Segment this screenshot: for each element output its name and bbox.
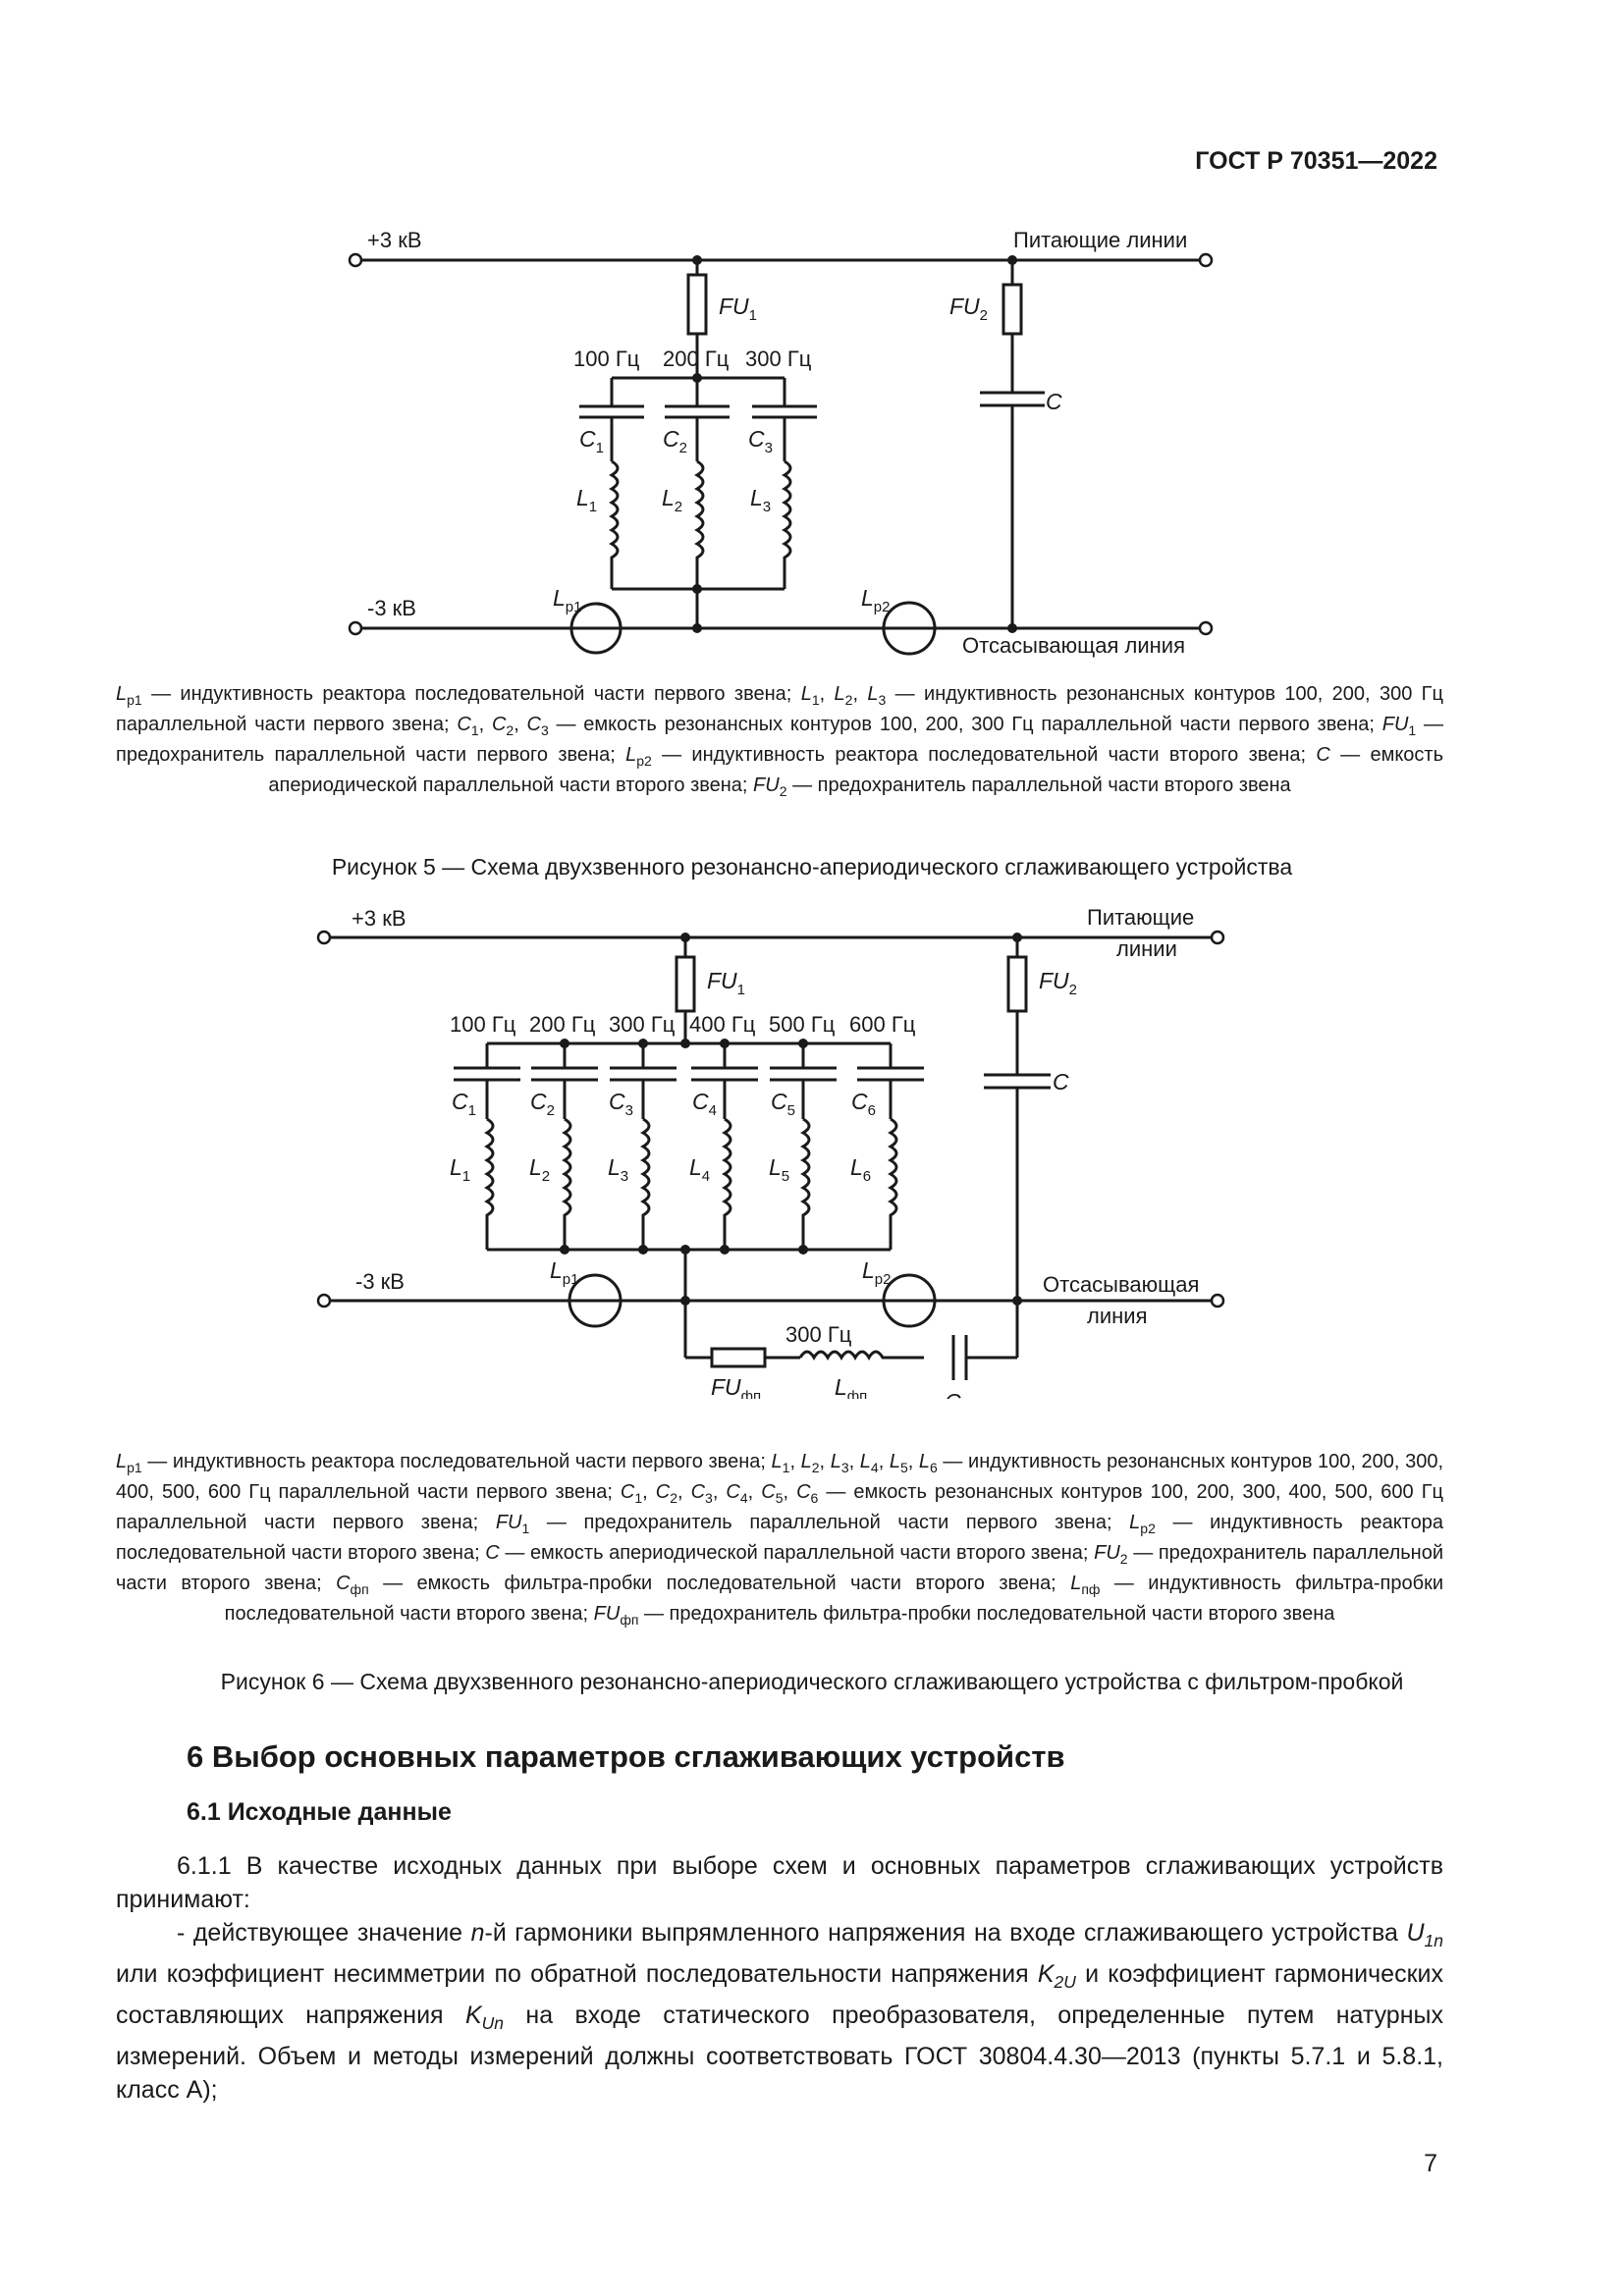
fu2-label: FU2 <box>949 294 988 324</box>
document-id: ГОСТ Р 70351—2022 <box>1195 147 1437 175</box>
fig6-suction-label: линия <box>1087 1304 1147 1328</box>
fig6-freq-label: 400 Гц <box>689 1012 756 1037</box>
fig6-freq-label: 600 Гц <box>849 1012 916 1037</box>
lp1-label: Lр1 <box>553 585 581 615</box>
c2-label: C2 <box>663 426 687 456</box>
paragraph-6-1-1: 6.1.1 В качестве исходных данных при выб… <box>116 1852 1443 1913</box>
fig5-freq-label: 100 Гц <box>573 347 640 371</box>
fig6-supply-label: Питающие <box>1087 905 1194 930</box>
section-title: 6 Выбор основных параметров сглаживающих… <box>187 1739 1065 1774</box>
fig5-minus-label: -3 кВ <box>367 596 416 620</box>
fig5-freq-label: 300 Гц <box>745 347 812 371</box>
page-number: 7 <box>1424 2150 1437 2177</box>
l6-label: L6 <box>850 1154 871 1185</box>
c3-label: C3 <box>748 426 773 456</box>
l5-label: L5 <box>769 1154 789 1185</box>
fig5-suction-label: Отсасывающая линия <box>962 633 1185 658</box>
fig6-freq-label: 300 Гц <box>609 1012 676 1037</box>
c3-label: C3 <box>609 1089 633 1119</box>
fig6-freq-label: 100 Гц <box>450 1012 516 1037</box>
subsection-title: 6.1 Исходные данные <box>187 1798 452 1826</box>
c1-label: C1 <box>452 1089 476 1119</box>
figure-5-legend: Lр1 — индуктивность реактора последовате… <box>116 683 1444 799</box>
fu2-label: FU2 <box>1039 968 1077 998</box>
fig5-freq-label: 200 Гц <box>663 347 730 371</box>
fig6-freq-label: 500 Гц <box>769 1012 836 1037</box>
l3-label: L3 <box>750 485 771 515</box>
c5-label: C5 <box>771 1089 795 1119</box>
l2-label: L2 <box>529 1154 550 1185</box>
fig6-plus-label: +3 кВ <box>352 906 406 931</box>
figure-5-caption: Рисунок 5 — Схема двухзвенного резонансн… <box>331 854 1293 880</box>
l2-label: L2 <box>662 485 682 515</box>
figure-6-legend: Lр1 — индуктивность реактора последовате… <box>116 1451 1444 1628</box>
c4-label: C4 <box>692 1089 717 1119</box>
fig6-suction-label: Отсасывающая <box>1043 1272 1199 1297</box>
l1-label: L1 <box>576 485 597 515</box>
c2-label: C2 <box>530 1089 555 1119</box>
figure-6-diagram: +3 кВ -3 кВ Питающие линии Отсасывающая … <box>316 905 1225 1399</box>
c6-label: C6 <box>851 1089 876 1119</box>
fig6-freq-label: 200 Гц <box>529 1012 596 1037</box>
figure-6-caption: Рисунок 6 — Схема двухзвенного резонансн… <box>220 1669 1404 1694</box>
paragraph-list-item: - действующее значение n-й гармоники вып… <box>116 1919 1443 2104</box>
c-label: C <box>1046 389 1062 414</box>
fu1-label: FU1 <box>707 968 745 998</box>
fig6-supply-label: линии <box>1116 936 1177 961</box>
fig5-cap-bank <box>579 378 817 461</box>
l4-label: L4 <box>689 1154 710 1185</box>
lp2-label: Lр2 <box>861 585 890 615</box>
l1-label: L1 <box>450 1154 470 1185</box>
fig6-plug-freq-label: 300 Гц <box>785 1322 852 1347</box>
c-label: C <box>1053 1069 1069 1095</box>
l3-label: L3 <box>608 1154 628 1185</box>
cfp-label: Cфп <box>945 1389 981 1399</box>
lp2-label: Lр2 <box>862 1257 891 1288</box>
lfp-label: Lфп <box>835 1374 867 1399</box>
fig6-minus-label: -3 кВ <box>355 1269 405 1294</box>
fig5-supply-label: Питающие линии <box>1013 228 1187 252</box>
fig5-plus-label: +3 кВ <box>367 228 422 252</box>
fu1-label: FU1 <box>719 294 757 324</box>
lp1-label: Lр1 <box>550 1257 578 1288</box>
fufp-label: FUфп <box>711 1374 761 1399</box>
c1-label: C1 <box>579 426 604 456</box>
figure-5-diagram: +3 кВ -3 кВ Питающие линии Отсасывающая … <box>348 228 1214 658</box>
